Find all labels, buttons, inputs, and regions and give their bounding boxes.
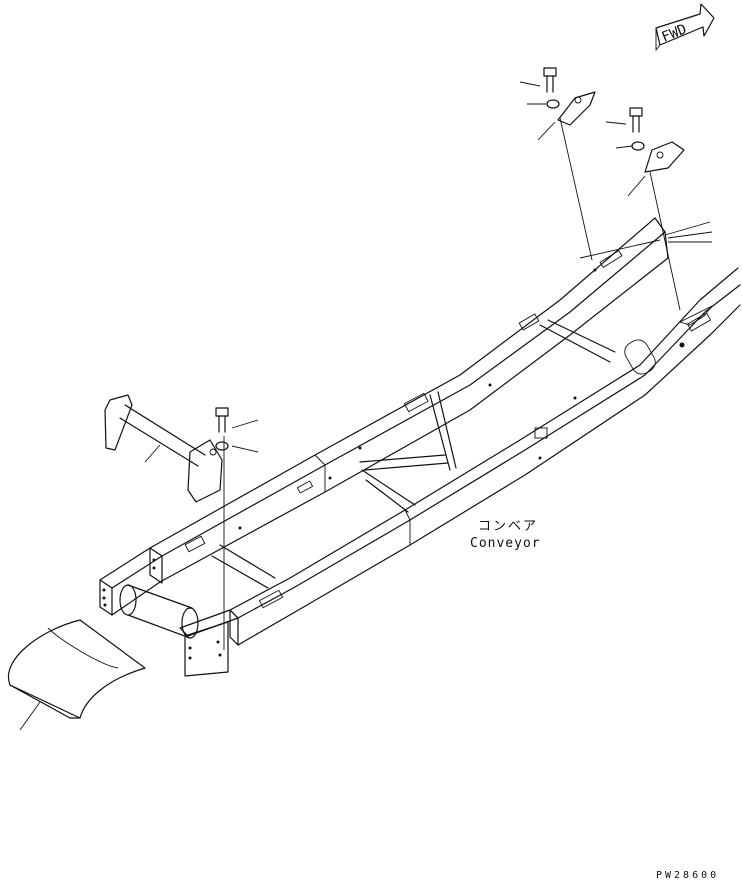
support-bracket-left (104, 394, 223, 503)
bolt-washer-bracket-upper-1 (519, 67, 596, 261)
fwd-arrow-icon: FWD (655, 3, 715, 52)
conveyor-frame-left-rail (99, 217, 713, 616)
bolt-washer-left (215, 407, 259, 650)
bolt-washer-bracket-upper-2 (605, 107, 685, 311)
frame-bolt-holes (102, 268, 685, 660)
cross-members (211, 319, 616, 589)
conveyor-belt (7, 619, 146, 731)
conveyor-frame-right-rail (179, 267, 741, 677)
roller-drum (119, 584, 199, 639)
drawing-code: PW28600 (656, 870, 719, 880)
conveyor-label-english: Conveyor (470, 536, 541, 551)
conveyor-label-japanese: コンベア (478, 519, 538, 534)
